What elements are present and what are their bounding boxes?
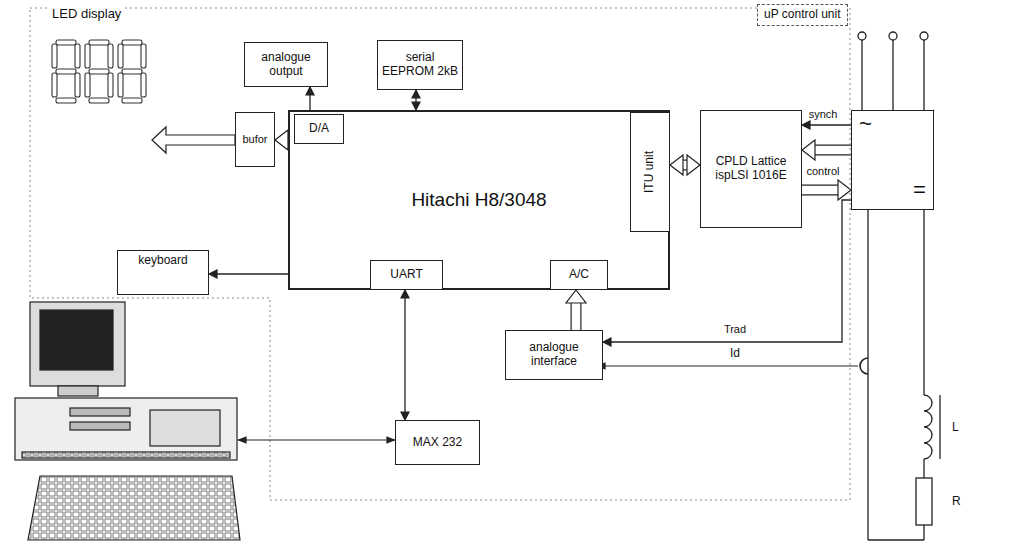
- keyboard-box: keyboard: [117, 250, 209, 295]
- load-circuit: [860, 210, 940, 540]
- signal-label: Id: [728, 346, 742, 360]
- signal-label: L: [950, 420, 961, 434]
- personal-computer: [15, 302, 240, 540]
- led-display-symbol: [52, 40, 146, 103]
- signal-label: R: [950, 494, 963, 508]
- node-text: analogue interface: [506, 341, 602, 369]
- mcu-box: Hitachi H8/3048 D/A ITU unitUART A/C: [288, 110, 670, 290]
- edge-label: synch: [807, 108, 840, 120]
- control-unit: uP control unitanalogue outputserial EEP…: [30, 8, 850, 500]
- driver-box: MAX 232: [395, 420, 480, 465]
- itu-block: ITU unit: [630, 112, 670, 232]
- bus-arrow: [566, 290, 586, 330]
- node-text: serial EEPROM 2kB: [378, 51, 462, 79]
- edge-label: control: [804, 165, 841, 177]
- node-text: analogue output: [245, 51, 327, 79]
- signal-arrow: [412, 90, 420, 110]
- edge-label: Trad: [722, 323, 748, 335]
- cpld-box: CPLD Lattice ispLSI 1016E: [700, 110, 802, 228]
- rectifier-symbol: [851, 110, 934, 210]
- supply-terminals: [858, 32, 928, 110]
- buffer-box: bufor: [235, 112, 275, 167]
- bus-arrow: [670, 155, 700, 175]
- node-text: uP control unit: [757, 4, 848, 26]
- bus-arrow: [802, 180, 851, 200]
- node-text: bufor: [242, 133, 267, 146]
- node-text: Hitachi H8/3048: [408, 189, 549, 211]
- node-text: MAX 232: [410, 436, 465, 450]
- current-signal-wire: [597, 365, 858, 366]
- interface-box: analogue interface: [505, 330, 603, 380]
- uart-block: UART: [370, 260, 443, 290]
- bus-arrow: [802, 140, 851, 160]
- signal-arrow: [802, 121, 851, 129]
- signal-label: LED display: [50, 6, 123, 21]
- output-box: analogue output: [244, 42, 328, 87]
- node-text: A/C: [566, 268, 592, 282]
- node-text: ~: [856, 111, 875, 136]
- node-text: UART: [387, 268, 425, 282]
- control-unit-outline: [30, 8, 850, 500]
- node-text: ITU unit: [643, 148, 657, 196]
- signal-arrow: [401, 290, 409, 420]
- node-text: =: [910, 177, 929, 202]
- bus-arrow: [275, 130, 288, 150]
- adc-block: A/C: [550, 260, 608, 290]
- node-text: CPLD Lattice ispLSI 1016E: [705, 155, 797, 183]
- bufor-to-display-arrow: [152, 127, 235, 153]
- dac-block: D/A: [294, 114, 344, 144]
- converter-box: ~=: [851, 110, 934, 210]
- pc-serial-link: [238, 439, 395, 440]
- node-text: keyboard: [135, 254, 190, 268]
- node-text: D/A: [306, 122, 332, 136]
- eeprom-box: serial EEPROM 2kB: [377, 40, 463, 90]
- signal-arrow: [209, 270, 288, 278]
